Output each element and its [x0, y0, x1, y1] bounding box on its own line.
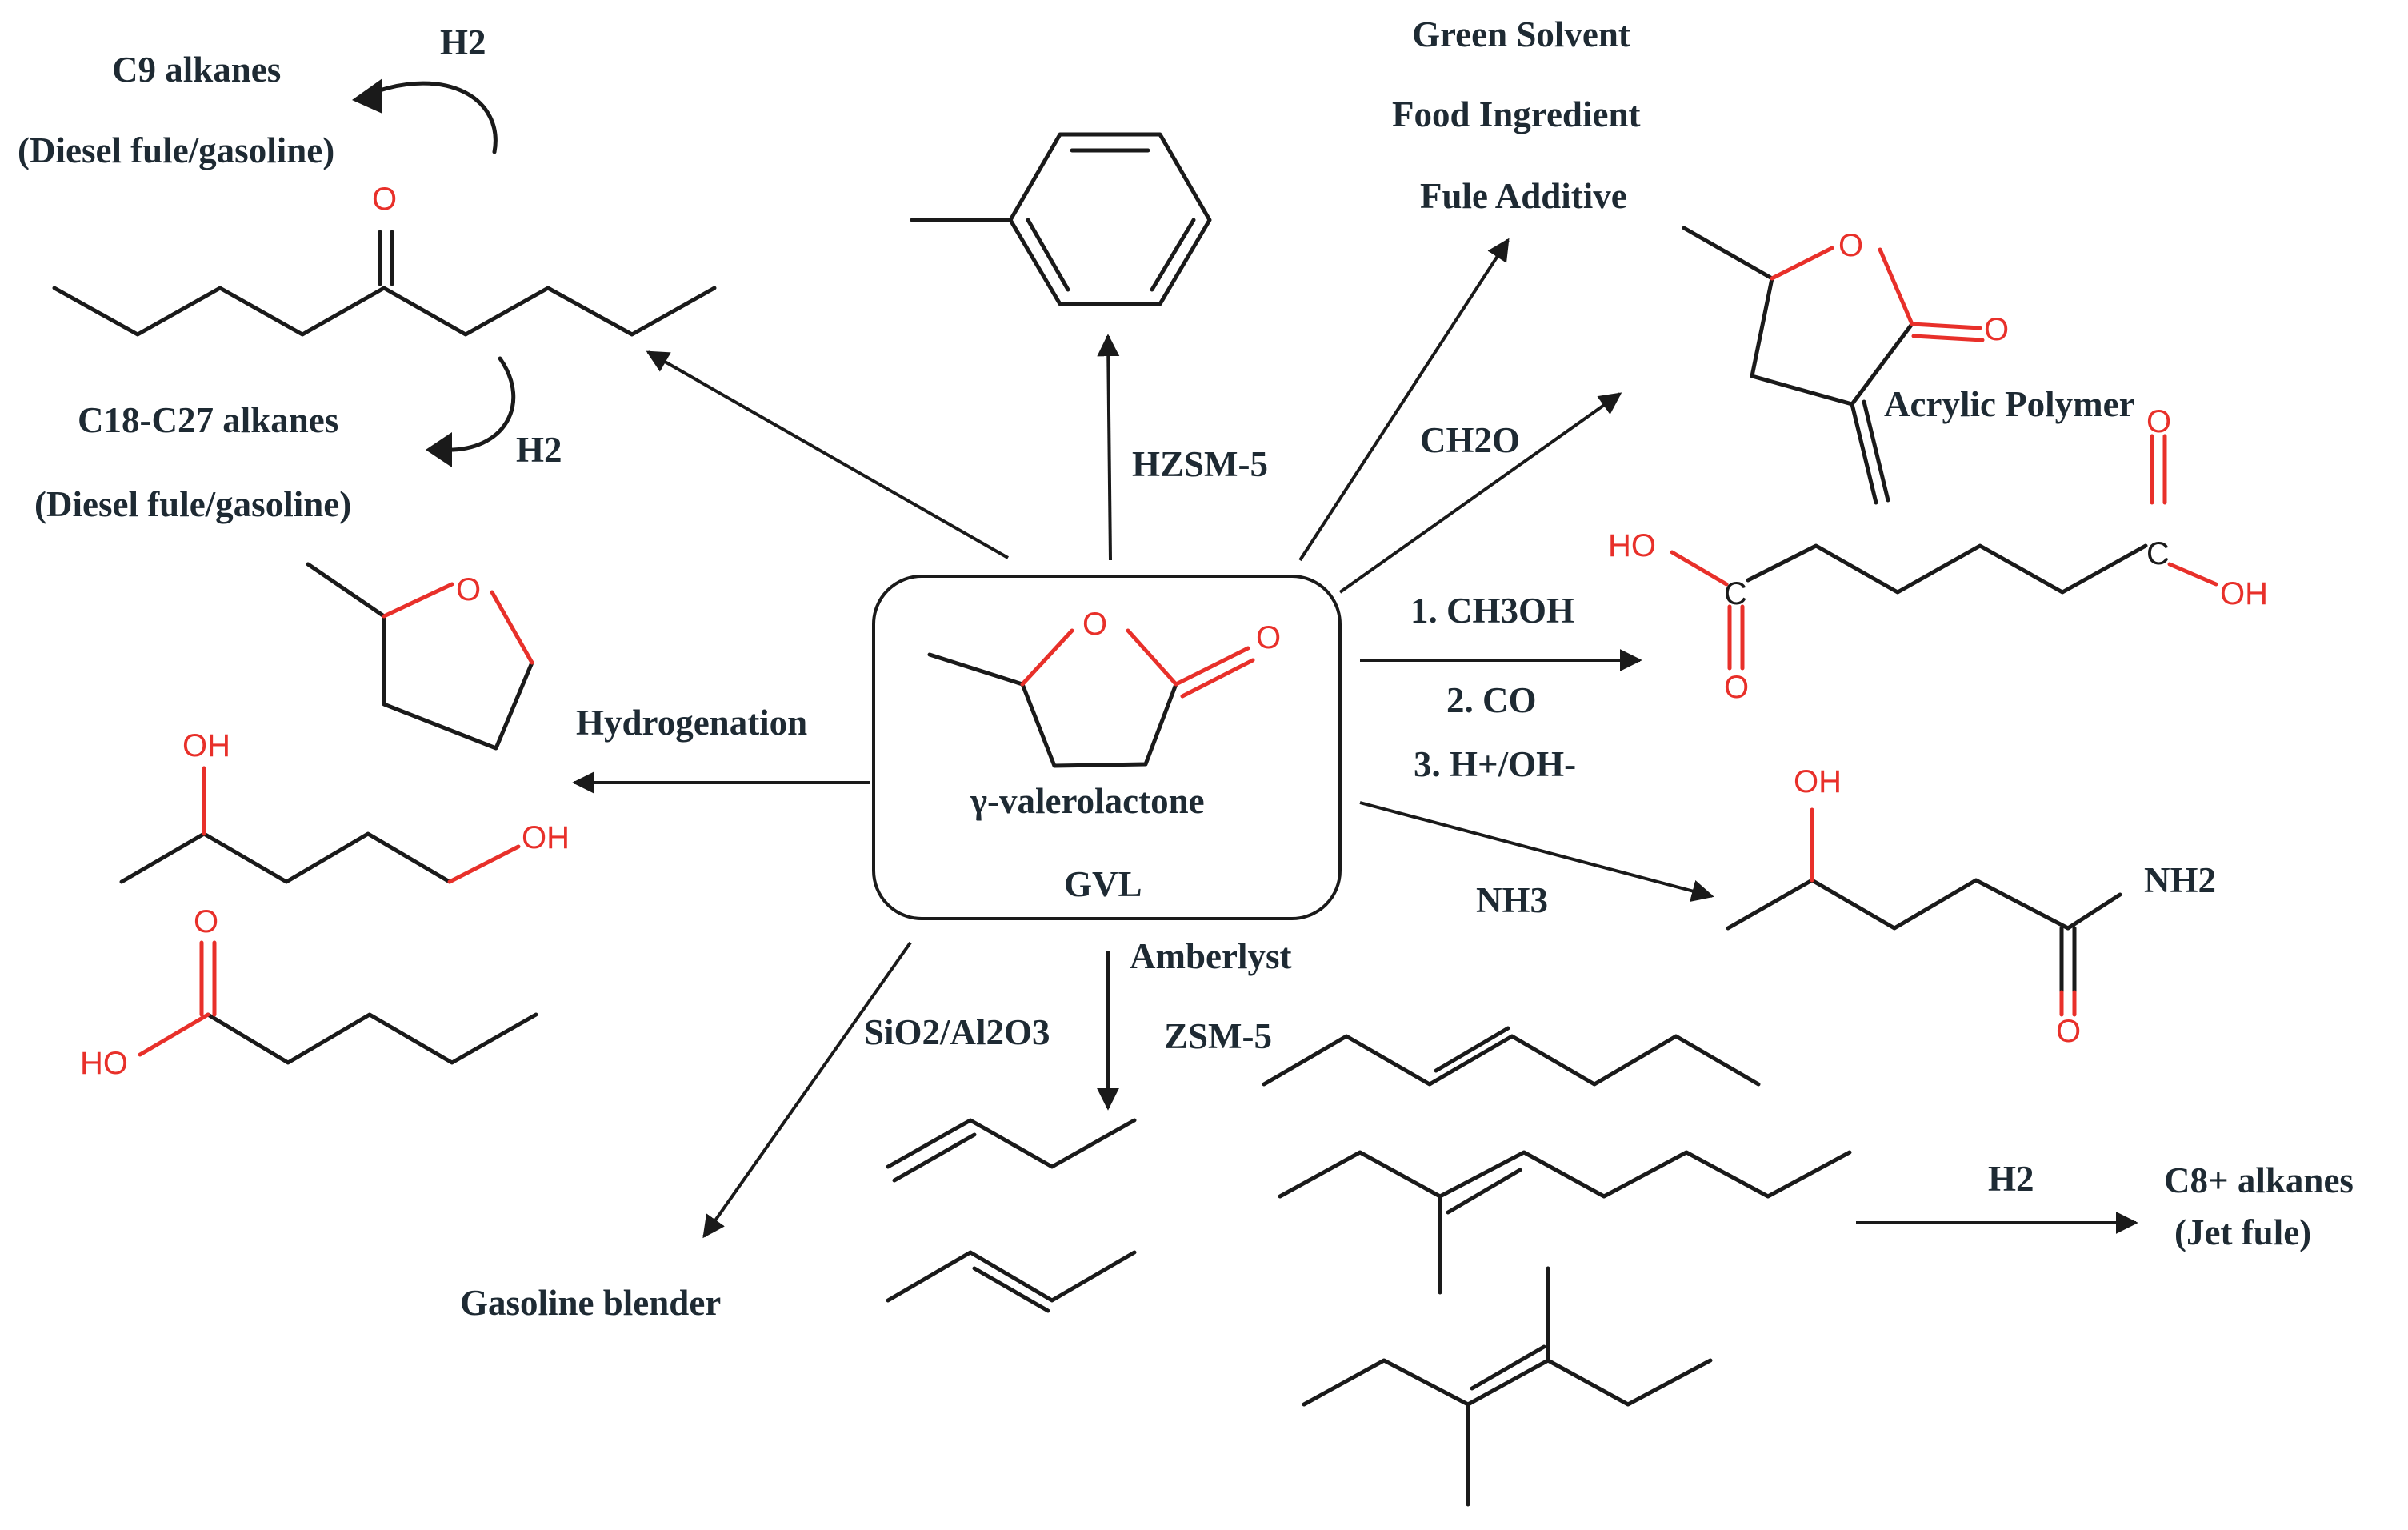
c9-alkanes-label: C9 alkanes — [112, 50, 281, 90]
h2-mid-label: H2 — [516, 430, 562, 470]
methylene-gvl-molecule: O O — [1682, 226, 2009, 505]
octene-molecule — [1262, 1026, 1761, 1087]
toluene-molecule — [910, 132, 1212, 306]
butene-1-molecule — [886, 1118, 1137, 1183]
arrow-to-methylene-gvl — [1338, 392, 1622, 594]
valeric-acid-molecule: O HO — [80, 904, 538, 1081]
c18-alkanes-label: C18-C27 alkanes — [78, 400, 338, 440]
green-solvent-label: Green Solvent — [1412, 14, 1630, 54]
zsm5-label: ZSM-5 — [1164, 1016, 1272, 1056]
adipic-oh: OH — [2220, 576, 2268, 611]
fule-additive-label: Fule Additive — [1420, 176, 1627, 216]
thf-oxygen: O — [456, 572, 481, 607]
arrow-to-ketone — [646, 350, 1009, 559]
adipic-o-left: O — [1724, 670, 1749, 705]
amide-molecule: OH O — [1726, 764, 2122, 1049]
diol-oh-right: OH — [522, 820, 570, 855]
nh2-label: NH2 — [2144, 860, 2216, 900]
tetrasubstituted-alkene-molecule — [1302, 1266, 1713, 1507]
gvl-molecule: O O — [927, 607, 1281, 768]
gvl-name: γ-valerolactone — [970, 781, 1205, 821]
diol-oh-top: OH — [182, 728, 230, 763]
gvl-carbonyl-oxygen: O — [1256, 620, 1281, 655]
acid-ho: HO — [80, 1046, 128, 1081]
gvl-box — [872, 575, 1342, 920]
h2-curved-arrow-top — [366, 81, 498, 154]
ketone-oxygen: O — [372, 182, 397, 217]
amide-oh: OH — [1794, 764, 1842, 799]
gasoline-blender-label: Gasoline blender — [460, 1283, 721, 1323]
adipic-o-right: O — [2146, 404, 2171, 439]
h2-jet-label: H2 — [1988, 1159, 2034, 1199]
acid-carbonyl-o: O — [194, 904, 218, 939]
arrow-to-toluene — [1097, 334, 1120, 561]
amide-o: O — [2056, 1014, 2081, 1049]
c8-alkanes-label: C8+ alkanes — [2164, 1160, 2354, 1200]
adipic-c-right: C — [2146, 536, 2170, 571]
adipic-acid-molecule: HO C O C O OH — [1608, 404, 2268, 705]
adipic-ho: HO — [1608, 528, 1656, 563]
nh3-label: NH3 — [1476, 880, 1548, 920]
branched-octene-molecule — [1278, 1150, 1852, 1295]
methyl-thf-molecule: O — [306, 562, 534, 751]
ch2o-label: CH2O — [1420, 420, 1520, 460]
h2-curved-arrow-mid — [442, 356, 516, 452]
step2-label: 2. CO — [1446, 680, 1537, 720]
ketone-molecule: O — [52, 182, 717, 337]
arrow-to-gasoline — [702, 941, 912, 1239]
mgvl-ring-o: O — [1838, 228, 1863, 263]
food-ingredient-label: Food Ingredient — [1392, 94, 1640, 134]
acrylic-polymer-label: Acrylic Polymer — [1884, 384, 2135, 424]
mgvl-carbonyl-o: O — [1984, 312, 2009, 347]
hzsm5-label: HZSM-5 — [1132, 444, 1268, 484]
gvl-ring-oxygen: O — [1082, 607, 1107, 642]
gvl-abbr: GVL — [1064, 864, 1142, 904]
butene-2-molecule — [886, 1250, 1137, 1313]
sio2-label: SiO2/Al2O3 — [864, 1012, 1050, 1052]
c9-use-label: (Diesel fule/gasoline) — [18, 130, 334, 170]
step1-label: 1. CH3OH — [1410, 591, 1574, 631]
pentanediol-molecule: OH OH — [119, 728, 570, 884]
jet-fuel-label: (Jet fule) — [2174, 1212, 2311, 1252]
adipic-c-left: C — [1724, 576, 1747, 611]
h2-top-label: H2 — [440, 22, 486, 62]
arrow-to-amide — [1359, 801, 1714, 903]
amberlyst-label: Amberlyst — [1130, 936, 1291, 976]
c18-use-label: (Diesel fule/gasoline) — [34, 484, 351, 524]
step3-label: 3. H+/OH- — [1414, 744, 1576, 784]
arrow-to-uses — [1298, 238, 1510, 562]
hydrogenation-label: Hydrogenation — [576, 703, 807, 743]
